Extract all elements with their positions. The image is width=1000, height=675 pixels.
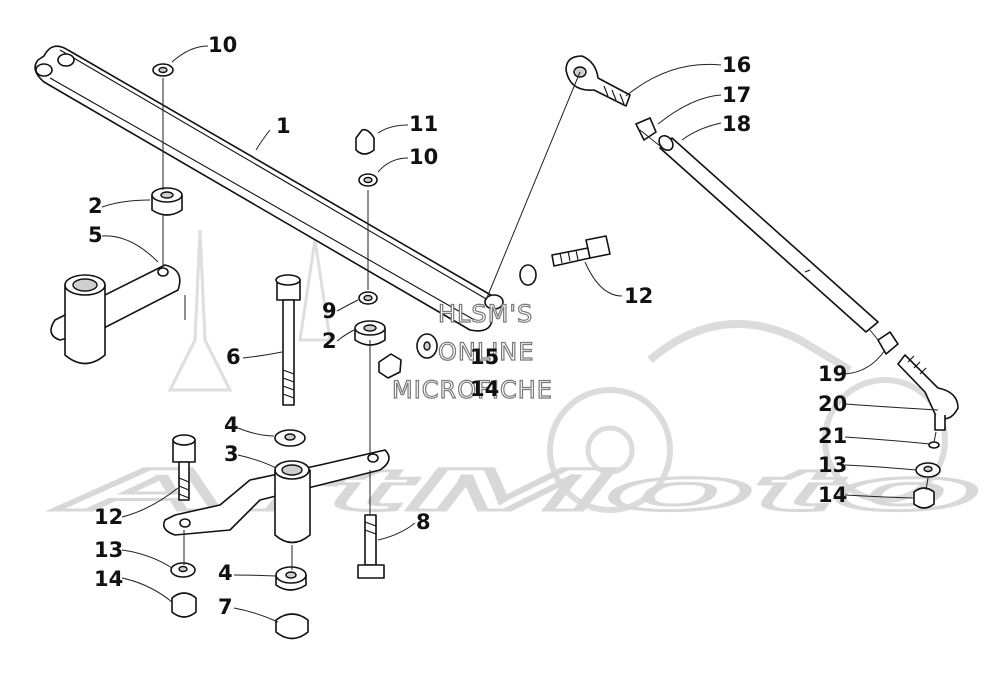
part-7-nut xyxy=(275,613,309,640)
part-21-washer xyxy=(928,441,940,449)
callout-10-mid: 10 xyxy=(409,145,438,169)
part-3-bracket xyxy=(162,449,390,544)
part-4-washer-mid xyxy=(274,429,306,447)
part-14-nut-right xyxy=(913,487,935,509)
part-17-nut xyxy=(635,117,657,141)
part-13-washer-left xyxy=(170,562,196,578)
part-20-rod-end xyxy=(897,354,959,431)
watermark-label: HLSM'S ONLINE MICROFICHE xyxy=(391,299,553,404)
part-16-rod-end xyxy=(565,55,631,107)
watermark-line1: HLSM'S xyxy=(438,300,533,328)
part-14-nut-left xyxy=(171,592,197,618)
callout-4-low: 4 xyxy=(218,561,233,585)
callout-20: 20 xyxy=(818,392,847,416)
watermark-line3: MICROFICHE xyxy=(392,376,553,404)
callout-3: 3 xyxy=(224,442,239,466)
callout-13-right: 13 xyxy=(818,453,847,477)
callout-13-left: 13 xyxy=(94,538,123,562)
callout-12-right: 12 xyxy=(624,284,653,308)
callout-12-left: 12 xyxy=(94,505,123,529)
part-9-washer xyxy=(358,291,378,305)
part-12-bolt-right xyxy=(551,235,611,267)
part-1-arm xyxy=(34,45,504,332)
callout-2-mid: 2 xyxy=(322,329,337,353)
callout-16: 16 xyxy=(722,53,751,77)
part-6-bolt xyxy=(275,274,301,406)
callout-18: 18 xyxy=(722,112,751,136)
callout-9: 9 xyxy=(322,299,337,323)
part-18-tube xyxy=(658,134,879,333)
part-5-bracket xyxy=(50,264,181,365)
callout-11: 11 xyxy=(409,112,438,136)
callout-1: 1 xyxy=(276,114,291,138)
callout-labels: 10 1 11 10 2 5 9 2 6 4 3 12 13 14 4 7 8 … xyxy=(88,33,847,619)
callout-6: 6 xyxy=(226,345,241,369)
callout-5: 5 xyxy=(88,223,103,247)
callout-14-right: 14 xyxy=(818,483,847,507)
callout-14-left: 14 xyxy=(94,567,123,591)
part-13-washer-right xyxy=(915,462,941,478)
part-8-bolt xyxy=(357,514,385,579)
callout-10-top: 10 xyxy=(208,33,237,57)
part-10-washer-top xyxy=(152,63,174,77)
callout-8: 8 xyxy=(416,510,431,534)
part-washer-arm-end xyxy=(378,264,537,379)
callout-2-upper: 2 xyxy=(88,194,103,218)
part-10-washer-mid xyxy=(358,173,378,187)
callout-19: 19 xyxy=(818,362,847,386)
callout-17: 17 xyxy=(722,83,751,107)
part-2-spacer-mid xyxy=(354,320,386,346)
callout-14-mid: 14 xyxy=(470,377,499,401)
leader-lines xyxy=(101,45,939,623)
callout-15: 15 xyxy=(470,345,499,369)
watermark-line2: ONLINE xyxy=(438,338,534,366)
part-11-nut xyxy=(355,128,375,155)
callout-7: 7 xyxy=(218,595,233,619)
part-2-spacer-upper xyxy=(151,187,183,216)
callout-4-mid: 4 xyxy=(224,413,239,437)
part-4-washer-low xyxy=(275,566,307,591)
callout-21: 21 xyxy=(818,424,847,448)
part-12-bolt-left xyxy=(172,434,196,501)
part-19-nut xyxy=(877,331,899,355)
